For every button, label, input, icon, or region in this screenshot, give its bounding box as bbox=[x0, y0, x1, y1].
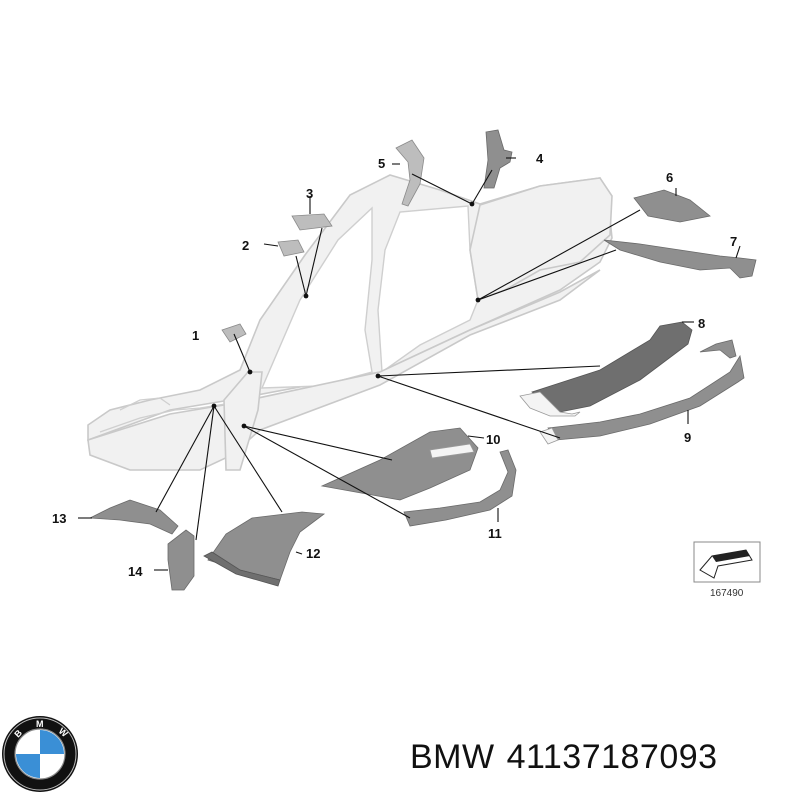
part-5 bbox=[395, 139, 425, 207]
part-12 bbox=[203, 511, 326, 587]
part-4 bbox=[483, 129, 513, 189]
callout-8: 8 bbox=[698, 316, 705, 331]
callout-6: 6 bbox=[666, 170, 673, 185]
part-number: 41137187093 bbox=[506, 738, 718, 776]
callout-labels: 1 2 3 4 5 6 7 8 9 10 11 12 13 14 bbox=[52, 151, 737, 579]
part-8 bbox=[519, 321, 693, 417]
part-3 bbox=[291, 213, 333, 231]
body-side-frame bbox=[87, 174, 613, 471]
part-13 bbox=[88, 499, 179, 535]
callout-14: 14 bbox=[128, 564, 143, 579]
part-title: BMW 41137187093 bbox=[410, 738, 730, 777]
part-14 bbox=[167, 529, 195, 591]
part-6 bbox=[633, 189, 711, 223]
callout-4: 4 bbox=[536, 151, 544, 166]
leader-lines bbox=[78, 157, 741, 571]
callout-9: 9 bbox=[684, 430, 691, 445]
brand-name: BMW bbox=[410, 738, 495, 776]
part-1 bbox=[221, 323, 247, 343]
part-10 bbox=[320, 427, 479, 501]
callout-12: 12 bbox=[306, 546, 320, 561]
svg-text:M: M bbox=[36, 719, 44, 729]
callout-7: 7 bbox=[730, 234, 737, 249]
callout-1: 1 bbox=[192, 328, 199, 343]
callout-2: 2 bbox=[242, 238, 249, 253]
part-7 bbox=[603, 239, 757, 279]
callout-13: 13 bbox=[52, 511, 66, 526]
attachment-dots bbox=[211, 201, 481, 429]
callout-5: 5 bbox=[378, 156, 385, 171]
bmw-logo: B M W bbox=[2, 716, 78, 792]
callout-11: 11 bbox=[488, 526, 502, 541]
part-2 bbox=[277, 239, 305, 257]
part-11 bbox=[403, 449, 517, 527]
callout-3: 3 bbox=[306, 186, 313, 201]
callout-10: 10 bbox=[486, 432, 500, 447]
reference-code: 167490 bbox=[710, 588, 744, 599]
reference-box: 167490 bbox=[693, 541, 761, 599]
part-9 bbox=[539, 339, 745, 445]
